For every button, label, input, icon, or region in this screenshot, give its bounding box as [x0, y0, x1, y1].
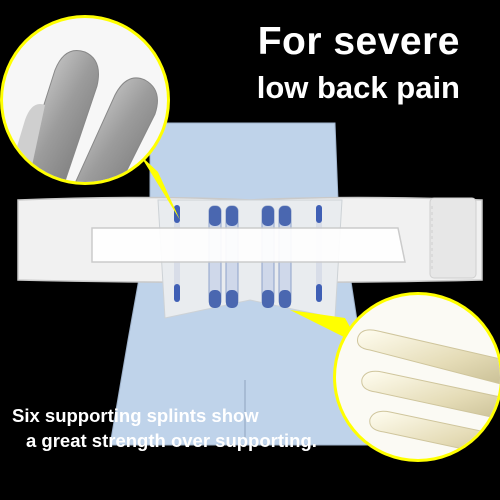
headline: For severe low back pain [257, 20, 460, 108]
headline-line-2: low back pain [256, 70, 460, 105]
top-callout [0, 15, 180, 220]
headline-line-1: For severe [257, 20, 460, 63]
gray-splint-closeup-icon [3, 18, 167, 182]
caption-line-1: Six supporting splints show [12, 405, 259, 426]
bottom-callout [290, 292, 500, 462]
caption: Six supporting splints show a great stre… [12, 403, 317, 453]
back-support-belt [17, 196, 483, 319]
cream-splint-closeup-icon [336, 295, 500, 459]
caption-line-2: a great strength over supporting. [26, 430, 317, 451]
